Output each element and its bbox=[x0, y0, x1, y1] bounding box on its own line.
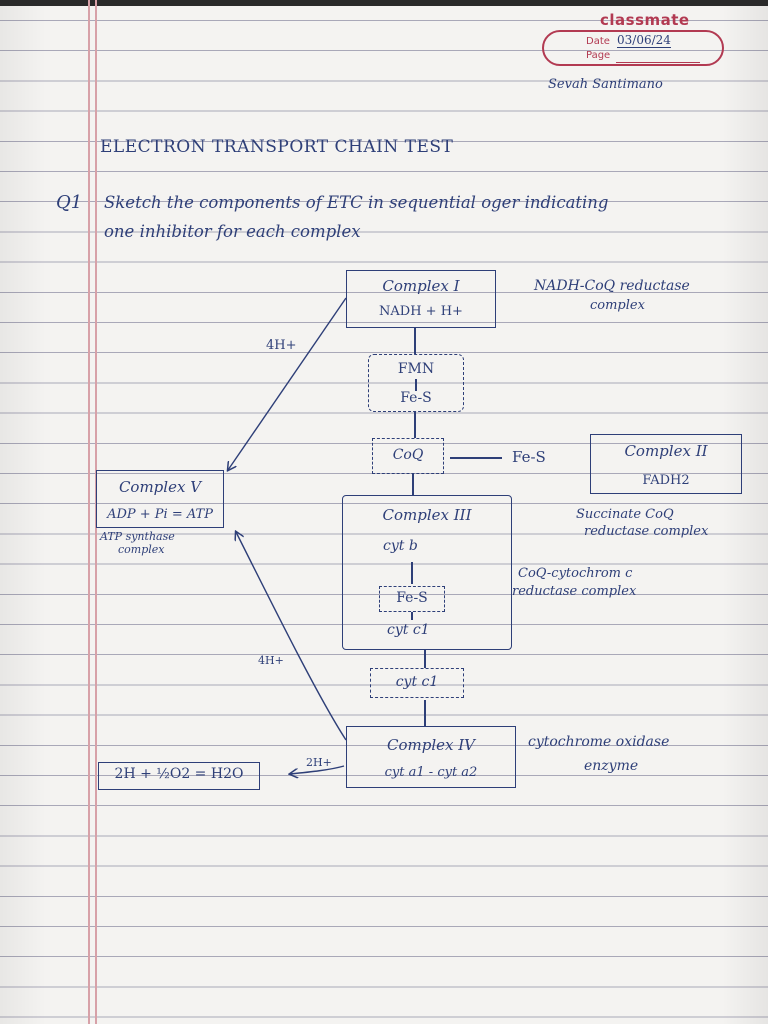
complex-2-title: Complex II bbox=[624, 442, 708, 460]
complex-4-box: Complex IV cyt a1 - cyt a2 bbox=[346, 726, 516, 788]
cyt-b-label: cyt b bbox=[383, 538, 418, 554]
page-underline bbox=[616, 62, 700, 63]
complex-1-box: Complex I NADH + H+ bbox=[346, 270, 496, 328]
arrow-complex-1-to-5 bbox=[228, 297, 347, 470]
complex-3-box: Complex III cyt b Fe-S cyt c1 bbox=[342, 495, 512, 650]
coq-box: CoQ bbox=[372, 438, 444, 474]
fes-cyt-c1-connector bbox=[411, 612, 413, 620]
complex-2-note-2: reductase complex bbox=[584, 524, 709, 539]
coq-fes-line bbox=[450, 457, 502, 459]
question-line-2: one inhibitor for each complex bbox=[104, 222, 361, 241]
date-label: Date bbox=[586, 36, 610, 47]
connector-1-fmn bbox=[414, 328, 416, 354]
complex-5-title: Complex V bbox=[118, 478, 202, 496]
connector-fmn-coq bbox=[414, 412, 416, 438]
page-label: Page bbox=[586, 50, 611, 61]
complex-4-title: Complex IV bbox=[387, 736, 475, 754]
complex-1-note-2: complex bbox=[590, 298, 645, 313]
complex-3-title: Complex III bbox=[382, 506, 472, 524]
water-equation: 2H + ½O2 = H2O bbox=[114, 766, 244, 782]
complex-1-title: Complex I bbox=[382, 277, 460, 295]
complex-2-box: Complex II FADH2 bbox=[590, 434, 742, 494]
complex-3-fes-box: Fe-S bbox=[379, 586, 445, 612]
proton-label-1: 4H+ bbox=[266, 338, 297, 353]
fes-link-label: Fe-S bbox=[512, 448, 546, 466]
complex-4-note-2: enzyme bbox=[584, 758, 639, 774]
arrow-complex-4-to-5 bbox=[236, 532, 347, 741]
cyt-c-box: cyt c1 bbox=[370, 668, 464, 698]
complex-5-note-1: ATP synthase bbox=[100, 530, 175, 543]
proton-label-3: 2H+ bbox=[306, 756, 332, 769]
connector-cytc-complex-4 bbox=[424, 700, 426, 726]
complex-2-note-1: Succinate CoQ bbox=[576, 507, 674, 522]
complex-3-note-2: reductase complex bbox=[512, 584, 637, 599]
complex-1-sub: NADH + H+ bbox=[379, 304, 463, 319]
margin-line-left bbox=[88, 0, 90, 1024]
proton-label-2: 4H+ bbox=[258, 654, 284, 667]
water-box: 2H + ½O2 = H2O bbox=[98, 762, 260, 790]
complex-1-note-1: NADH-CoQ reductase bbox=[534, 278, 690, 294]
complex-3-note-1: CoQ-cytochrom c bbox=[518, 566, 633, 581]
arrow-complex-4-to-water bbox=[290, 765, 345, 774]
fmn-label: FMN bbox=[397, 361, 435, 377]
date-value: 03/06/24 bbox=[617, 33, 671, 48]
fes-label-1: Fe-S bbox=[400, 390, 432, 406]
connector-coq-complex-3 bbox=[412, 474, 414, 496]
fmn-box: FMN Fe-S bbox=[368, 354, 464, 412]
cyt-b-connector bbox=[411, 562, 413, 584]
connector-complex-3-cytc bbox=[424, 650, 426, 668]
complex-2-sub: FADH2 bbox=[642, 473, 690, 488]
complex-4-sub: cyt a1 - cyt a2 bbox=[384, 765, 478, 780]
cyt-c1-label: cyt c1 bbox=[387, 622, 430, 638]
page-title: ELECTRON TRANSPORT CHAIN TEST bbox=[100, 137, 454, 157]
cyt-c-label: cyt c1 bbox=[395, 674, 439, 690]
question-line-1: Sketch the components of ETC in sequenti… bbox=[104, 193, 609, 212]
coq-label: CoQ bbox=[392, 447, 424, 463]
complex-5-note-2: complex bbox=[118, 543, 165, 556]
complex-4-note-1: cytochrome oxidase bbox=[528, 734, 670, 750]
complex-5-sub: ADP + Pi = ATP bbox=[107, 507, 213, 522]
fmn-fes-connector bbox=[415, 379, 417, 391]
complex-3-fes-label: Fe-S bbox=[396, 590, 428, 606]
author-name: Sevah Santimano bbox=[548, 77, 663, 92]
brand-logo: classmate bbox=[600, 11, 690, 29]
complex-5-box: Complex V ADP + Pi = ATP bbox=[96, 470, 224, 528]
date-banner bbox=[542, 30, 724, 66]
question-number: Q1 bbox=[56, 192, 83, 213]
page-top-edge bbox=[0, 0, 768, 6]
